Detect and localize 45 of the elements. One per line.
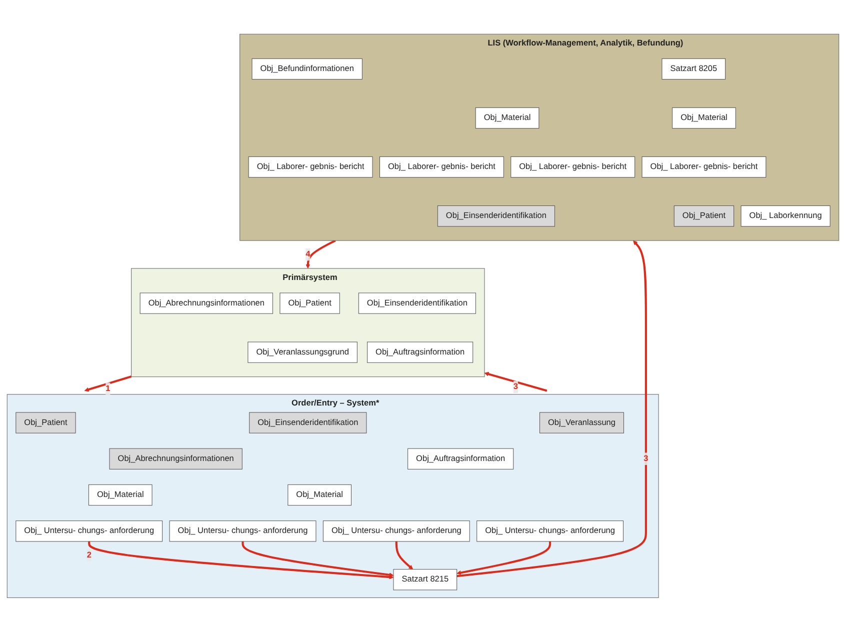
- node-box: [510, 156, 636, 178]
- edge-label: 3: [513, 382, 518, 392]
- arrow: [484, 372, 548, 392]
- node-box: [140, 292, 273, 314]
- node-box: [322, 520, 470, 542]
- arrow: [88, 541, 394, 580]
- node-box: [280, 292, 340, 314]
- node-box: [16, 412, 76, 434]
- arrow: [242, 542, 394, 578]
- node-box: [367, 342, 474, 363]
- node-box: [88, 484, 152, 506]
- node-box: [642, 156, 766, 178]
- cluster: [240, 34, 840, 241]
- node-box: [248, 156, 373, 178]
- arrow: [306, 240, 336, 269]
- node-box: [109, 448, 242, 470]
- node-box: [169, 520, 316, 542]
- cluster: [131, 268, 485, 378]
- node-box: [408, 448, 514, 470]
- edge-label: 1: [106, 384, 110, 393]
- node-box: [539, 412, 624, 434]
- node-box: [288, 484, 352, 506]
- node-box: [674, 206, 734, 227]
- arrow: [456, 542, 552, 575]
- node-box: [249, 412, 367, 434]
- node-box: [16, 520, 163, 542]
- node-box: [393, 569, 458, 590]
- edge-label: 3: [644, 454, 648, 464]
- node-box: [662, 58, 726, 80]
- node-box: [248, 342, 358, 363]
- node-box: [252, 58, 362, 80]
- node-box: [379, 156, 504, 178]
- node-box: [358, 292, 476, 314]
- diagram: Order/Entry – System* 2 1 3 3 4 LIS (Workflow-Management, Analytik, Befundung) Obj_Befundinformationen Satzart 8205 Obj_Material Obj_Material Obj_ Laborer- gebnis- bericht Obj_ Laborer- gebnis- bericht Obj_ Laborer- gebnis- bericht Obj_ Laborer- gebnis- bericht Obj_Einsenderidentifikation Obj_Patient Obj_ Laborkennung Primärsystem Obj_Abrechnungsinformationen Obj_Patient Obj_Einsenderidentifikation Obj_Veranlassungsgrund Obj_Auftragsinformation Obj_Patient Obj_Einsenderidentifikation Obj_Veranlassung Obj_Abrechnungsinformationen Obj_Auftragsinformation Obj_Material Obj_Material Obj_ Untersu- chungs- anforderung Obj_ Untersu- chungs- anforderung Obj_ Untersu- chungs- anforderung Obj_ Untersu- chungs- anforderung Satzart 8215: [3, 30, 843, 602]
- node-box: [476, 520, 624, 542]
- node-box: [740, 206, 830, 227]
- arrow: [456, 240, 647, 578]
- node-box: [475, 108, 540, 129]
- arrow: [84, 376, 132, 392]
- cluster: [6, 394, 659, 598]
- edge-label: 4: [306, 250, 310, 259]
- node-box: [672, 108, 736, 129]
- node-box: [437, 206, 555, 227]
- edge-label: 2: [86, 550, 92, 560]
- arrow: [395, 542, 414, 570]
